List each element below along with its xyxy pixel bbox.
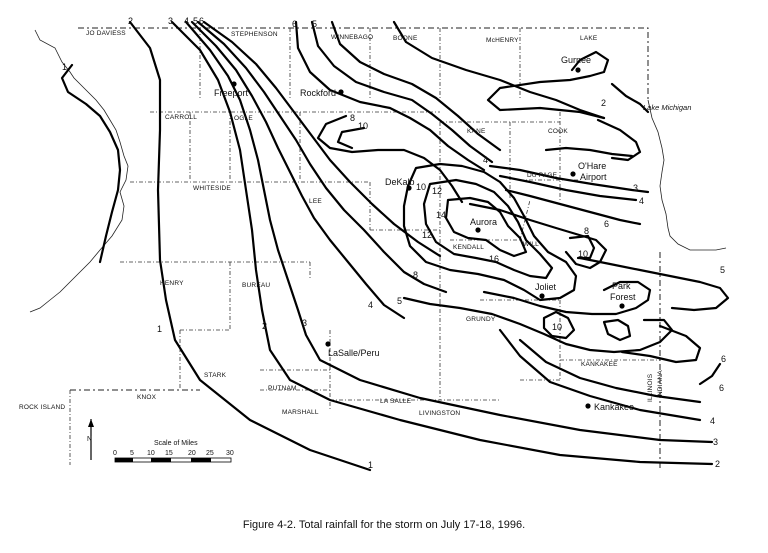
county-label: WILL: [523, 241, 539, 248]
isohyet-label: 8: [350, 113, 355, 123]
county-label: HENRY: [160, 280, 184, 287]
county-label: McHENRY: [486, 37, 519, 44]
city-label: Aurora: [470, 217, 497, 227]
isohyet-label: 12: [432, 186, 442, 196]
isohyet-label: 5: [397, 296, 402, 306]
county-label: LEE: [309, 198, 322, 205]
county-boundaries: [69, 28, 660, 465]
county-label: STEPHENSON: [231, 31, 278, 38]
scale-tick-label: 30: [226, 450, 234, 457]
scale-tick-label: 5: [130, 450, 134, 457]
isohyet-label: 8: [584, 226, 589, 236]
isohyet-label: 3: [168, 16, 173, 26]
isohyet-label: 8: [413, 270, 418, 280]
isohyet-label: 4: [483, 155, 488, 165]
scale-tick-label: 10: [147, 450, 155, 457]
scale-tick-label: 25: [206, 450, 214, 457]
indiana-label: INDIANA: [657, 370, 664, 398]
county-label: LIVINGSTON: [419, 410, 460, 417]
isohyet-label: 5: [312, 19, 317, 29]
city-label: Airport: [580, 172, 607, 182]
county-label: CARROLL: [165, 114, 197, 121]
isohyet-label: 5: [720, 265, 725, 275]
county-label: STARK: [204, 372, 227, 379]
isohyet-labels: 1 1 1 2 2 2 2 3 3 3 3 4 4 4 4 4 5 5 5 5 …: [62, 16, 726, 470]
isohyet-label: 6: [292, 19, 297, 29]
isohyet-label: 4: [639, 196, 644, 206]
city-labels: Gurnee Freeport Rockford DeKalb O'Hare A…: [214, 55, 636, 412]
county-label: LAKE: [580, 35, 598, 42]
isohyet-label: 3: [302, 318, 307, 328]
isohyet-label: 6: [604, 219, 609, 229]
city-label: DeKalb: [385, 177, 415, 187]
city-label: O'Hare: [578, 161, 606, 171]
isohyet-label: 10: [358, 121, 368, 131]
county-label: ROCK ISLAND: [19, 404, 65, 411]
north-arrow: N: [87, 419, 94, 460]
county-label: JO DAVIESS: [86, 30, 126, 37]
city-label: Kankakee: [594, 402, 634, 412]
city-label: Forest: [610, 292, 636, 302]
city-markers: [231, 67, 625, 409]
isohyet-label: 4: [184, 16, 189, 26]
isohyet-label: 4: [368, 300, 373, 310]
county-label: KANKAKEE: [581, 361, 618, 368]
county-labels: JO DAVIESS STEPHENSON WINNEBAGO BOONE Mc…: [19, 30, 618, 417]
county-label: KANE: [467, 128, 486, 135]
isohyet-label: 2: [262, 321, 267, 331]
city-label: LaSalle/Peru: [328, 348, 380, 358]
city-label: Joliet: [535, 282, 557, 292]
state-boundary: [29, 27, 727, 470]
isohyet-label: 3: [713, 437, 718, 447]
isohyet-label: 1: [62, 62, 67, 72]
city-label: Rockford: [300, 88, 336, 98]
scale-tick-label: 20: [188, 450, 196, 457]
scale-title: Scale of Miles: [154, 440, 198, 447]
isohyet-label: 2: [128, 16, 133, 26]
rainfall-isohyet-map: 1 1 1 2 2 2 2 3 3 3 3 4 4 4 4 4 5 5 5 5 …: [19, 16, 730, 472]
north-label: N: [87, 436, 92, 443]
isohyet-label: 12: [422, 230, 432, 240]
isohyet-label: 3: [633, 183, 638, 193]
isohyet-label: 10: [552, 322, 562, 332]
city-label: Freeport: [214, 88, 249, 98]
isohyet-label: 16: [489, 254, 499, 264]
isohyet-label: 1: [157, 324, 162, 334]
county-label: WHITESIDE: [193, 185, 231, 192]
county-label: WINNEBAGO: [331, 34, 373, 41]
isohyet-label: 1: [368, 460, 373, 470]
lake-michigan-label: Lake Michigan: [643, 103, 691, 112]
county-label: COOK: [548, 128, 568, 135]
isohyet-label: 6: [719, 383, 724, 393]
county-label: BUREAU: [242, 282, 270, 289]
county-label: DU PAGE: [527, 172, 558, 179]
isohyet-label: 6: [199, 16, 204, 26]
isohyet-label: 2: [601, 98, 606, 108]
county-label: BOONE: [393, 35, 418, 42]
isohyet-label: 6: [721, 354, 726, 364]
isohyet-label: 5: [193, 16, 198, 26]
isohyet-label: 4: [710, 416, 715, 426]
isohyet-lines: [60, 20, 730, 472]
county-label: PUTNAM: [268, 385, 297, 392]
isohyet-label: 14: [436, 210, 446, 220]
county-label: KENDALL: [453, 244, 484, 251]
county-label: MARSHALL: [282, 409, 319, 416]
scale-tick-label: 15: [165, 450, 173, 457]
county-label: LA SALLE: [380, 398, 412, 405]
scale-tick-label: 0: [113, 450, 117, 457]
figure-caption: Figure 4-2. Total rainfall for the storm…: [242, 519, 526, 531]
illinois-label: ILLINOIS: [647, 373, 654, 402]
isohyet-label: 10: [578, 249, 588, 259]
county-label: OGLE: [234, 115, 253, 122]
county-label: GRUNDY: [466, 316, 496, 323]
isohyet-label: 2: [715, 459, 720, 469]
isohyet-label: 10: [416, 182, 426, 192]
county-label: KNOX: [137, 394, 157, 401]
scale-bar: Scale of Miles 0 5 10 15 20 25 30: [113, 440, 234, 463]
city-label: Gurnee: [561, 55, 591, 65]
city-label: Park: [612, 281, 631, 291]
